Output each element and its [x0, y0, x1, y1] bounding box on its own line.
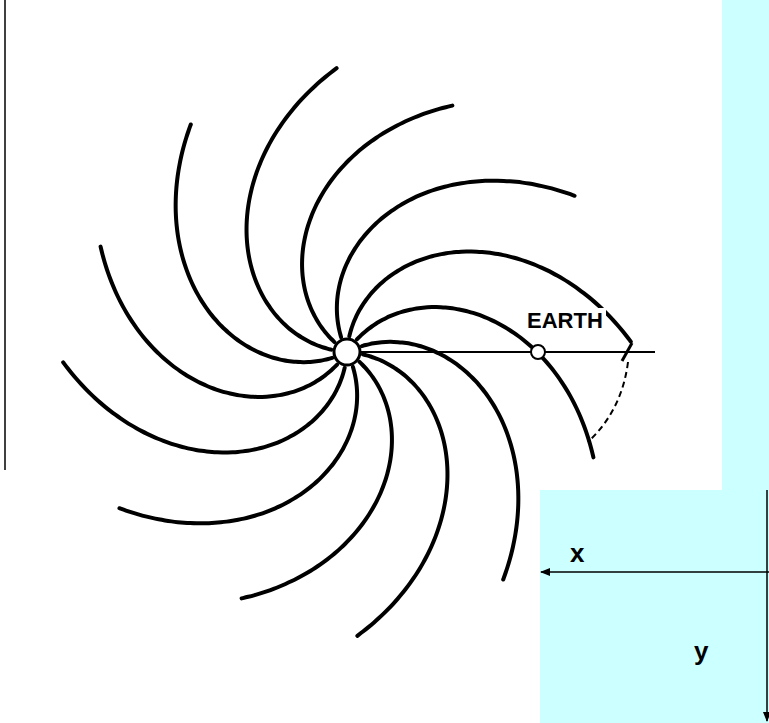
spiral-arm: [349, 252, 630, 342]
edge-line: [4, 0, 6, 470]
spiral-arm: [362, 342, 518, 580]
angle-arc: [588, 362, 628, 442]
tick-mark: [622, 343, 632, 361]
sun-earth-line: [347, 351, 655, 353]
y-axis-arrow: [766, 490, 768, 721]
axis-label: x: [570, 540, 584, 566]
spiral-arm: [357, 354, 447, 635]
earth-label: EARTH: [524, 308, 606, 334]
axes-panel: [540, 490, 769, 723]
sun-circle: [334, 339, 360, 365]
spiral-arms: [63, 68, 631, 636]
spiral-arm: [176, 124, 332, 362]
spiral-arm: [119, 367, 357, 523]
axis-label: y: [694, 638, 708, 664]
spiral-arm: [247, 68, 337, 349]
x-axis-arrow: [541, 571, 769, 573]
earth-circle: [531, 345, 545, 359]
spiral-arm: [63, 362, 344, 452]
